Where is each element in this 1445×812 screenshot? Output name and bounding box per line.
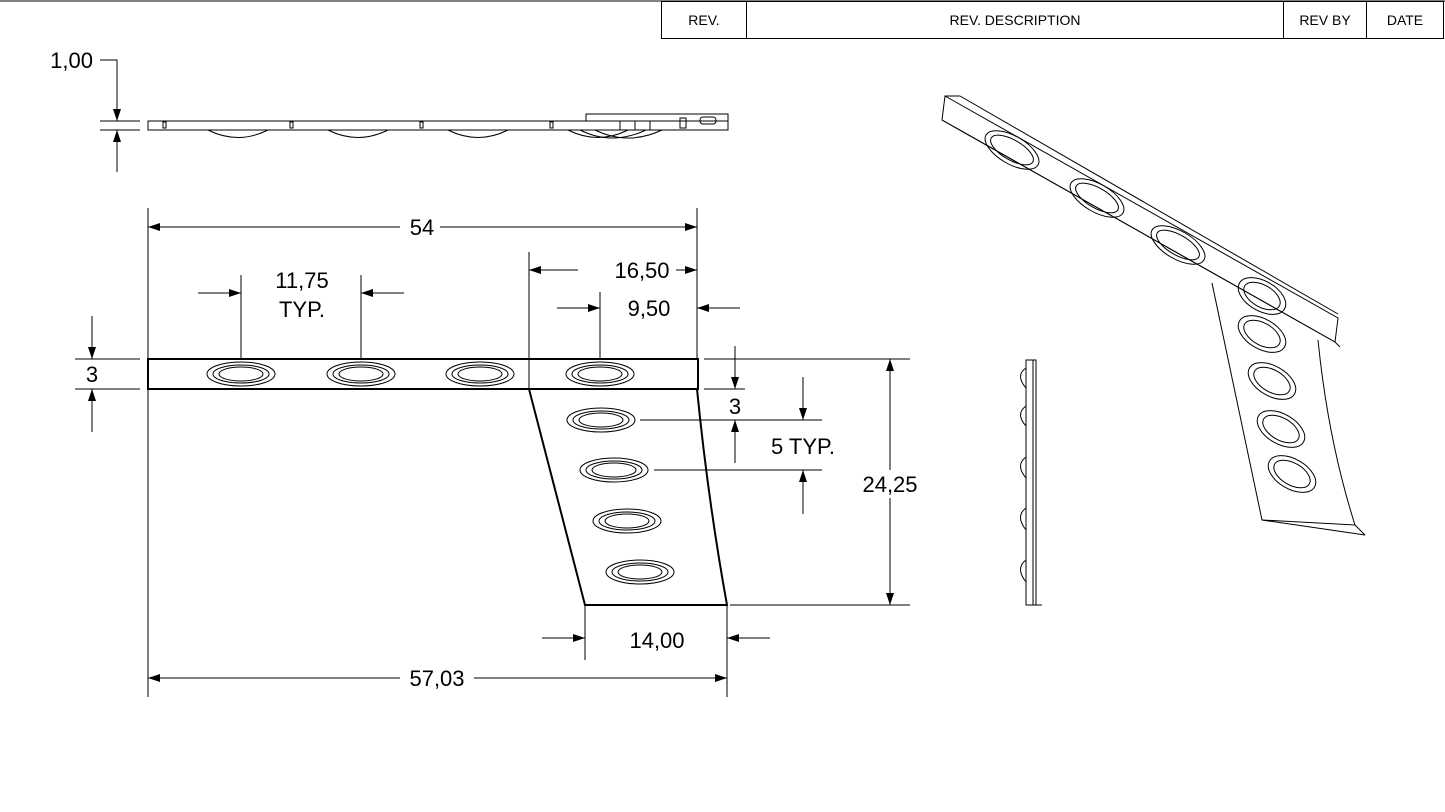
hole [566,407,636,433]
dim-leg-bottom-width-label: 14,00 [629,628,684,653]
dim-leg-height-label: 24,25 [862,472,917,497]
dim-hole-pitch-label: 11,75 [275,268,328,293]
dim-last-hole-offset-label: 9,50 [628,296,671,321]
hole [445,361,515,387]
dim-row-pitch: 5 TYP. [654,377,835,514]
front-view [147,358,729,606]
iso-hole [1237,277,1287,315]
top-view [147,113,729,139]
iso-hole [1150,225,1206,265]
hole [206,361,276,387]
hole [565,361,635,387]
iso-hole [1267,455,1317,493]
dim-overall-span: 57,03 [147,389,727,697]
date-header: DATE [1366,1,1444,39]
rev-description-header: REV. DESCRIPTION [746,1,1284,39]
side-view [1020,359,1042,606]
dim-bar-height-label: 3 [86,362,98,387]
dim-hole-pitch: 11,75 TYP. [198,268,404,359]
dim-last-hole-offset: 9,50 [557,292,740,359]
hole [592,508,662,534]
rev-header: REV. [661,1,747,39]
isometric-view [941,95,1366,536]
dim-overall-span-label: 57,03 [409,666,464,691]
iso-hole [1069,178,1125,218]
dim-leg-offset-label: 16,50 [614,258,669,283]
dim-first-row-offset-label: 3 [729,394,741,419]
hole [579,457,649,483]
dim-leg-bottom-width: 14,00 [542,605,770,697]
dim-hole-pitch-note: TYP. [279,297,325,322]
iso-hole [1247,362,1297,400]
leg-holes [566,407,675,585]
dim-overall-width: 54 [147,208,698,359]
revision-table: REV. REV. DESCRIPTION REV BY DATE [661,1,1444,39]
dim-bar-height: 3 [75,316,140,432]
iso-hole [984,130,1040,170]
dim-leg-height: 24,25 [730,359,918,606]
iso-hole [1237,315,1287,353]
revision-table-header-row: REV. REV. DESCRIPTION REV BY DATE [661,1,1444,39]
bar-holes [206,361,635,387]
dim-leg-offset: 16,50 [528,252,697,359]
iso-hole [1256,410,1306,448]
dim-thickness-label: 1,00 [50,48,93,73]
hole [326,361,396,387]
dim-thickness: 1,00 [50,48,140,172]
hole [605,559,675,585]
dim-first-row-offset: 3 [640,346,910,463]
dim-overall-width-label: 54 [410,215,434,240]
dim-row-pitch-label: 5 TYP. [771,434,835,459]
